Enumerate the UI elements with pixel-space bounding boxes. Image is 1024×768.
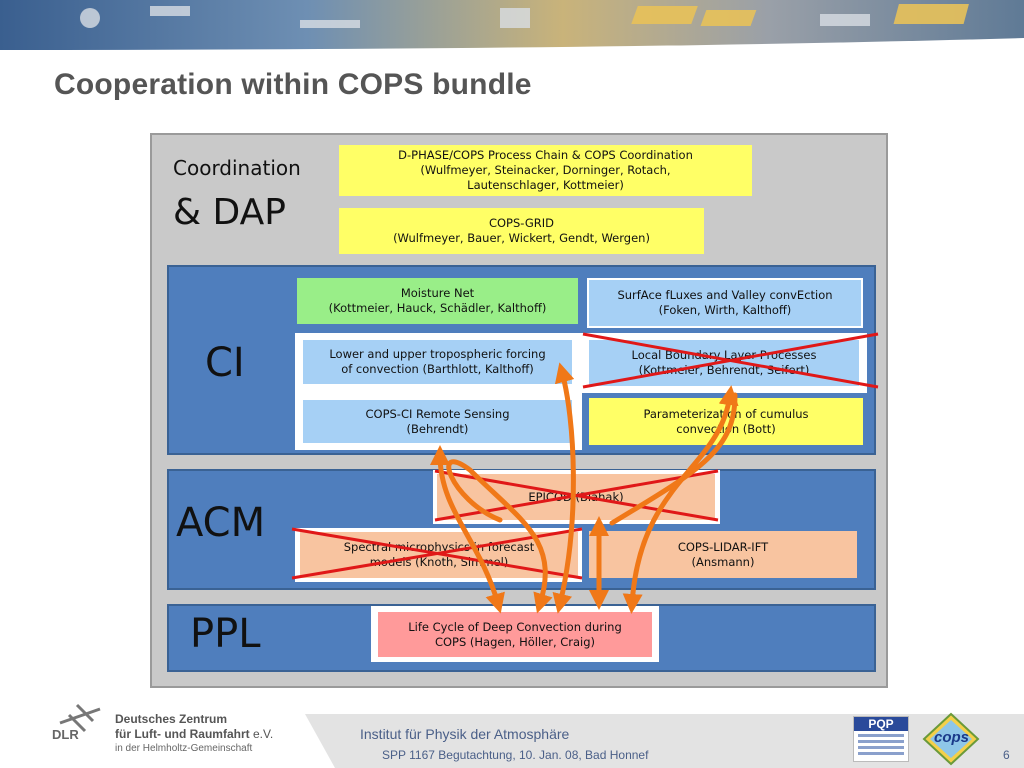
org-line-1: Deutsches Zentrum: [115, 712, 228, 726]
box-lower-upper-forcing: Lower and upper tropospheric forcing of …: [301, 338, 574, 386]
org-line-2: für Luft- und Raumfahrt e.V.: [115, 727, 273, 741]
arrow-param-branch: [609, 392, 738, 526]
label-acm: ACM: [176, 500, 266, 546]
org-line-2b: e.V.: [249, 727, 274, 741]
box-life-cycle: Life Cycle of Deep Convection during COP…: [378, 612, 652, 657]
label-coordination: Coordination: [173, 156, 301, 180]
label-ppl: PPL: [190, 611, 261, 657]
cross-local-bl-b: [582, 332, 879, 389]
cops-logo-icon: [922, 712, 980, 766]
cops-logo-text: cops: [934, 729, 970, 746]
org-line-2a: für Luft- und Raumfahrt: [115, 727, 250, 741]
arrow-remote-sensing: [430, 445, 505, 614]
box-cops-grid: COPS-GRID (Wulfmeyer, Bauer, Wickert, Ge…: [339, 208, 704, 254]
label-ci: CI: [205, 340, 245, 386]
pqp-logo: PQP: [853, 716, 909, 762]
org-line-3: in der Helmholtz-Gemeinschaft: [115, 743, 253, 754]
header-banner: [0, 0, 1024, 50]
page-number: 6: [1003, 748, 1010, 762]
box-moisture-net: Moisture Net (Kottmeier, Hauck, Schädler…: [297, 278, 578, 324]
footer-meeting: SPP 1167 Begutachtung, 10. Jan. 08, Bad …: [382, 748, 649, 762]
box-remote-sensing: COPS-CI Remote Sensing (Behrendt): [301, 398, 574, 445]
box-surface-fluxes: SurfAce fLuxes and Valley convEction (Fo…: [587, 278, 863, 328]
pqp-logo-text: PQP: [854, 717, 908, 731]
banner-graphic: [0, 0, 1024, 50]
arrow-epicod-loop: [446, 459, 553, 614]
pqp-logo-lines-icon: [858, 734, 904, 756]
label-dap: & DAP: [173, 192, 286, 233]
footer-institute: Institut für Physik der Atmosphäre: [360, 726, 570, 742]
dlr-acronym: DLR: [52, 727, 79, 742]
box-dphase-coordination: D-PHASE/COPS Process Chain & COPS Coordi…: [339, 145, 752, 196]
page-title: Cooperation within COPS bundle: [54, 68, 532, 101]
arrow-lower-upper: [552, 362, 576, 614]
dlr-logo-icon: [59, 703, 101, 733]
footer-background: [305, 714, 1024, 768]
